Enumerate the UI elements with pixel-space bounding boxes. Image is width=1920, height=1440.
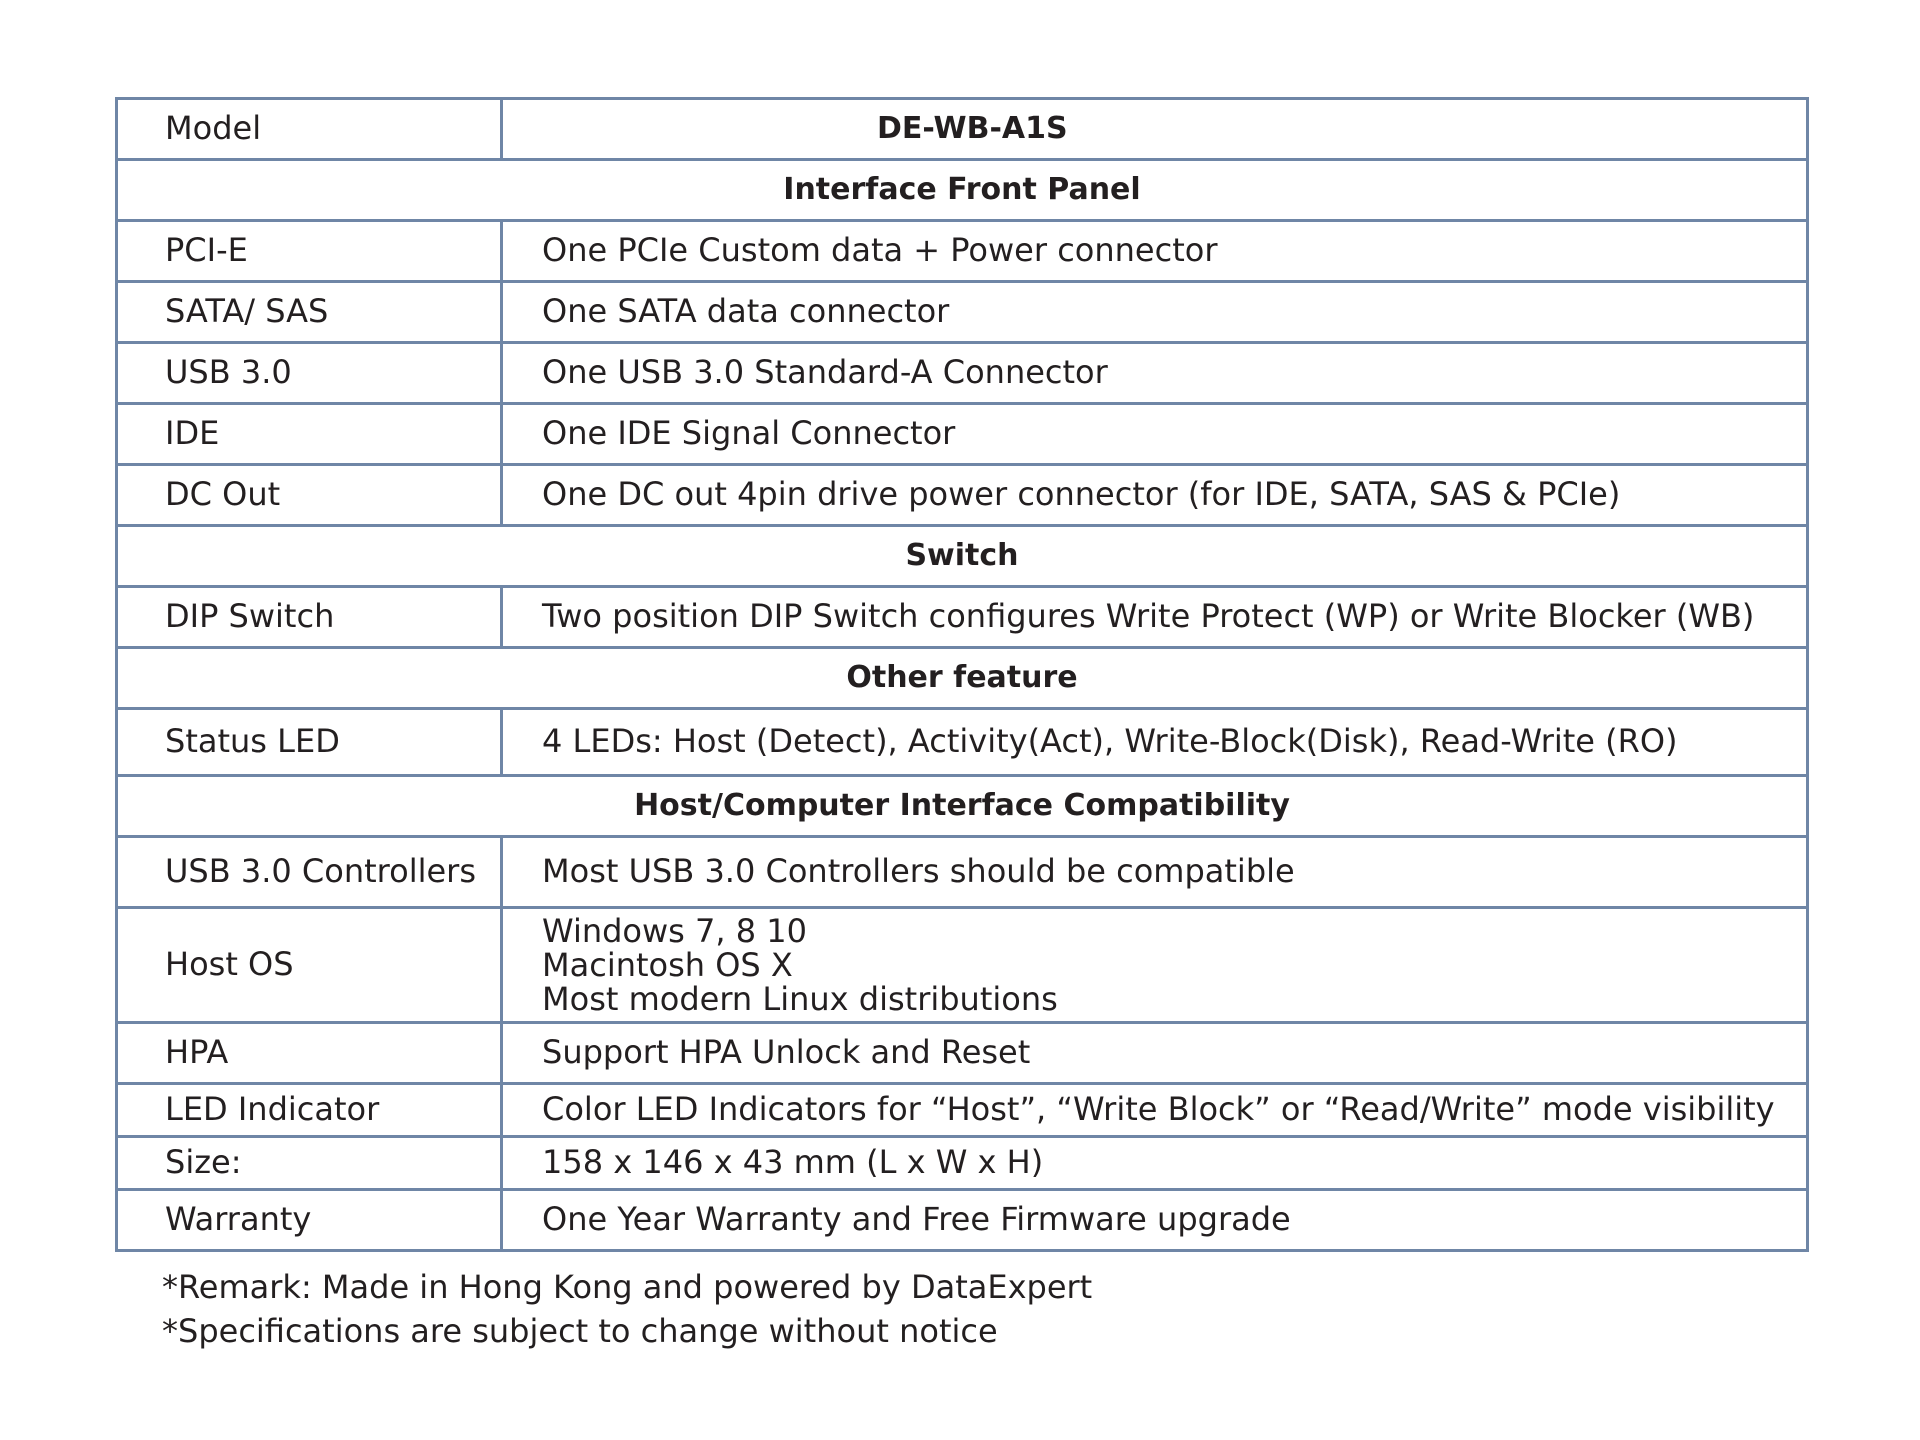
row-value: One DC out 4pin drive power connector (f…	[500, 463, 1809, 527]
row-sata: SATA/ SAS One SATA data connector	[115, 280, 1809, 344]
row-label: USB 3.0 Controllers	[115, 835, 503, 909]
row-label: DC Out	[115, 463, 503, 527]
row-value: 158 x 146 x 43 mm (L x W x H)	[500, 1135, 1809, 1191]
row-hpa: HPA Support HPA Unlock and Reset	[115, 1021, 1809, 1085]
row-label: Size:	[115, 1135, 503, 1191]
row-host-os: Host OS Windows 7, 8 10 Macintosh OS X M…	[115, 906, 1809, 1024]
row-label: Warranty	[115, 1188, 503, 1252]
model-value: DE-WB-A1S	[500, 97, 1809, 161]
row-model: Model DE-WB-A1S	[115, 97, 1809, 161]
row-value: One USB 3.0 Standard-A Connector	[500, 341, 1809, 405]
specification-table: Model DE-WB-A1S Interface Front Panel PC…	[115, 97, 1809, 1252]
section-heading: Other feature	[115, 646, 1809, 710]
row-label: Host OS	[115, 906, 503, 1024]
section-heading: Interface Front Panel	[115, 158, 1809, 222]
host-os-item: Most modern Linux distributions	[542, 980, 1058, 1018]
section-switch: Switch	[115, 524, 1809, 588]
section-host-compat: Host/Computer Interface Compatibility	[115, 774, 1809, 838]
row-usb-controllers: USB 3.0 Controllers Most USB 3.0 Control…	[115, 835, 1809, 909]
host-os-list: Windows 7, 8 10 Macintosh OS X Most mode…	[500, 906, 1809, 1024]
row-pcie: PCI-E One PCIe Custom data + Power conne…	[115, 219, 1809, 283]
row-label: PCI-E	[115, 219, 503, 283]
row-label: IDE	[115, 402, 503, 466]
spec-sheet: Model DE-WB-A1S Interface Front Panel PC…	[115, 97, 1809, 1252]
row-label: HPA	[115, 1021, 503, 1085]
row-value: One PCIe Custom data + Power connector	[500, 219, 1809, 283]
footnote-specifications: *Specifications are subject to change wi…	[162, 1312, 998, 1350]
row-led-indicator: LED Indicator Color LED Indicators for “…	[115, 1082, 1809, 1138]
section-heading: Switch	[115, 524, 1809, 588]
host-os-item: Macintosh OS X	[542, 946, 793, 984]
row-usb3: USB 3.0 One USB 3.0 Standard-A Connector	[115, 341, 1809, 405]
row-label: Status LED	[115, 707, 503, 777]
row-dip-switch: DIP Switch Two position DIP Switch confi…	[115, 585, 1809, 649]
footnotes: *Remark: Made in Hong Kong and powered b…	[162, 1265, 1092, 1353]
row-status-led: Status LED 4 LEDs: Host (Detect), Activi…	[115, 707, 1809, 777]
row-value: 4 LEDs: Host (Detect), Activity(Act), Wr…	[500, 707, 1809, 777]
row-label: SATA/ SAS	[115, 280, 503, 344]
row-label: USB 3.0	[115, 341, 503, 405]
row-value: One SATA data connector	[500, 280, 1809, 344]
row-size: Size: 158 x 146 x 43 mm (L x W x H)	[115, 1135, 1809, 1191]
section-heading: Host/Computer Interface Compatibility	[115, 774, 1809, 838]
row-value: Two position DIP Switch configures Write…	[500, 585, 1809, 649]
row-ide: IDE One IDE Signal Connector	[115, 402, 1809, 466]
row-value: One IDE Signal Connector	[500, 402, 1809, 466]
section-other-feature: Other feature	[115, 646, 1809, 710]
row-dc-out: DC Out One DC out 4pin drive power conne…	[115, 463, 1809, 527]
row-label: LED Indicator	[115, 1082, 503, 1138]
section-interface-front-panel: Interface Front Panel	[115, 158, 1809, 222]
row-value: One Year Warranty and Free Firmware upgr…	[500, 1188, 1809, 1252]
host-os-item: Windows 7, 8 10	[542, 912, 807, 950]
footnote-remark: *Remark: Made in Hong Kong and powered b…	[162, 1268, 1093, 1306]
row-value: Support HPA Unlock and Reset	[500, 1021, 1809, 1085]
row-label: DIP Switch	[115, 585, 503, 649]
row-warranty: Warranty One Year Warranty and Free Firm…	[115, 1188, 1809, 1252]
row-value: Color LED Indicators for “Host”, “Write …	[500, 1082, 1809, 1138]
row-value: Most USB 3.0 Controllers should be compa…	[500, 835, 1809, 909]
model-label: Model	[115, 97, 503, 161]
